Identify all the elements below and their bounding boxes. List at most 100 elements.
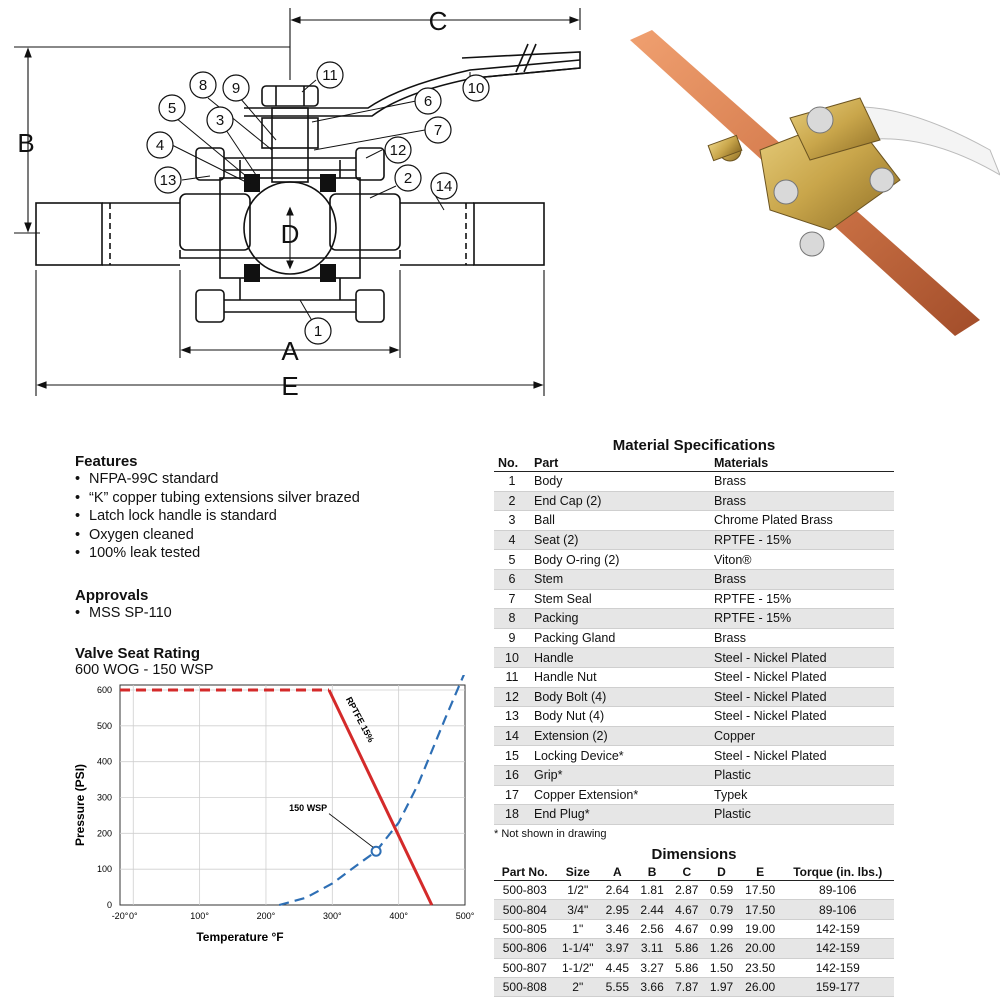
y-tick-label: 400 bbox=[97, 757, 112, 767]
dim-label-b: B bbox=[17, 128, 34, 158]
table-cell: 3.27 bbox=[634, 958, 670, 978]
table-cell: 142-159 bbox=[781, 958, 894, 978]
chart-annotation-rptfe: RPTFE 15% bbox=[344, 695, 376, 744]
table-cell: Stem bbox=[530, 569, 710, 590]
dimensions-title: Dimensions bbox=[651, 846, 737, 863]
table-cell: Typek bbox=[710, 785, 894, 806]
chart-series bbox=[120, 675, 465, 907]
table-cell: 2.56 bbox=[634, 919, 670, 940]
callout-13 bbox=[154, 166, 182, 194]
table-cell: Body Bolt (4) bbox=[530, 687, 710, 708]
col-header: Part No. bbox=[494, 863, 556, 881]
svg-text:7: 7 bbox=[434, 122, 442, 139]
features-section: Features NFPA-99C standard “K” copper tu… bbox=[75, 453, 405, 563]
feature-item: NFPA-99C standard bbox=[75, 470, 405, 489]
table-cell: Stem Seal bbox=[530, 589, 710, 610]
table-cell: 1/2" bbox=[555, 880, 600, 901]
table-cell: 3.66 bbox=[634, 977, 670, 998]
table-cell: Extension (2) bbox=[530, 726, 710, 747]
table-cell: Body bbox=[530, 471, 710, 492]
table-cell: 1.26 bbox=[704, 938, 739, 959]
table-cell: 13 bbox=[494, 706, 530, 727]
table-cell: 9 bbox=[494, 628, 530, 649]
material-footnote: * Not shown in drawing bbox=[494, 827, 607, 840]
table-cell: Copper Extension* bbox=[530, 785, 710, 806]
chart-grid bbox=[119, 684, 466, 906]
svg-text:13: 13 bbox=[160, 172, 177, 189]
table-cell: Steel - Nickel Plated bbox=[710, 667, 894, 688]
table-cell: 23.50 bbox=[738, 958, 782, 978]
table-cell: 500-803 bbox=[494, 880, 556, 901]
features-list: NFPA-99C standard “K” copper tubing exte… bbox=[75, 470, 405, 563]
wsp-marker bbox=[370, 845, 382, 857]
svg-text:5: 5 bbox=[168, 100, 176, 117]
svg-text:2: 2 bbox=[404, 170, 412, 187]
callout-3 bbox=[206, 106, 234, 134]
table-cell: 26.00 bbox=[738, 977, 782, 998]
valve-cross-section-drawing: 1 2 3 4 5 6 7 8 9 10 11 12 13 14 A B C D… bbox=[14, 6, 581, 401]
svg-text:8: 8 bbox=[199, 77, 207, 94]
table-cell: 500-807 bbox=[494, 958, 556, 978]
col-header: Torque (in. lbs.) bbox=[781, 863, 894, 881]
table-cell: 89-106 bbox=[781, 880, 894, 901]
table-cell: 16 bbox=[494, 765, 530, 786]
table-cell: 5.86 bbox=[669, 958, 705, 978]
table-cell: 2.44 bbox=[634, 899, 670, 920]
features-title: Features bbox=[75, 453, 138, 470]
callout-2 bbox=[394, 164, 422, 192]
table-cell: 4 bbox=[494, 530, 530, 551]
table-cell: Steel - Nickel Plated bbox=[710, 706, 894, 727]
col-header: Part bbox=[530, 454, 710, 472]
svg-text:6: 6 bbox=[424, 93, 432, 110]
table-cell: 5 bbox=[494, 549, 530, 570]
callout-7 bbox=[424, 116, 452, 144]
y-tick-label: 600 bbox=[97, 685, 112, 695]
series-line-0 bbox=[327, 689, 434, 906]
table-cell: 3.97 bbox=[600, 938, 635, 959]
x-tick-label: -20° bbox=[112, 911, 129, 921]
table-cell: Handle Nut bbox=[530, 667, 710, 688]
table-cell: 0.59 bbox=[704, 880, 739, 901]
table-cell: Packing Gland bbox=[530, 628, 710, 649]
valve-product-photo bbox=[630, 30, 1000, 336]
table-cell: 20.00 bbox=[738, 938, 782, 959]
table-cell: 159-177 bbox=[781, 977, 894, 998]
rating-subtitle: 600 WOG - 150 WSP bbox=[75, 662, 214, 678]
table-cell: Packing bbox=[530, 608, 710, 629]
table-cell: 0.79 bbox=[704, 899, 739, 920]
col-header: A bbox=[600, 863, 635, 881]
table-cell: 0.99 bbox=[704, 919, 739, 940]
table-cell: 2" bbox=[555, 977, 600, 998]
series-line-2 bbox=[278, 675, 465, 907]
table-cell: RPTFE - 15% bbox=[710, 530, 894, 551]
y-tick-label: 500 bbox=[97, 721, 112, 731]
table-cell: 89-106 bbox=[781, 899, 894, 920]
valve-seat-rating-chart: -20°0°100°200°300°400°500°01002003004005… bbox=[73, 675, 475, 944]
dim-label-d: D bbox=[281, 219, 300, 249]
col-header: D bbox=[704, 863, 739, 881]
table-cell: 12 bbox=[494, 687, 530, 708]
x-tick-label: 100° bbox=[190, 911, 209, 921]
table-cell: End Plug* bbox=[530, 804, 710, 825]
table-cell: Chrome Plated Brass bbox=[710, 510, 894, 531]
table-cell: 142-159 bbox=[781, 938, 894, 959]
table-cell: Steel - Nickel Plated bbox=[710, 647, 894, 668]
x-tick-label: 300° bbox=[323, 911, 342, 921]
svg-text:4: 4 bbox=[156, 137, 164, 154]
table-cell: 4.67 bbox=[669, 899, 705, 920]
table-cell: 500-806 bbox=[494, 938, 556, 959]
chart-ylabel: Pressure (PSI) bbox=[73, 764, 87, 846]
